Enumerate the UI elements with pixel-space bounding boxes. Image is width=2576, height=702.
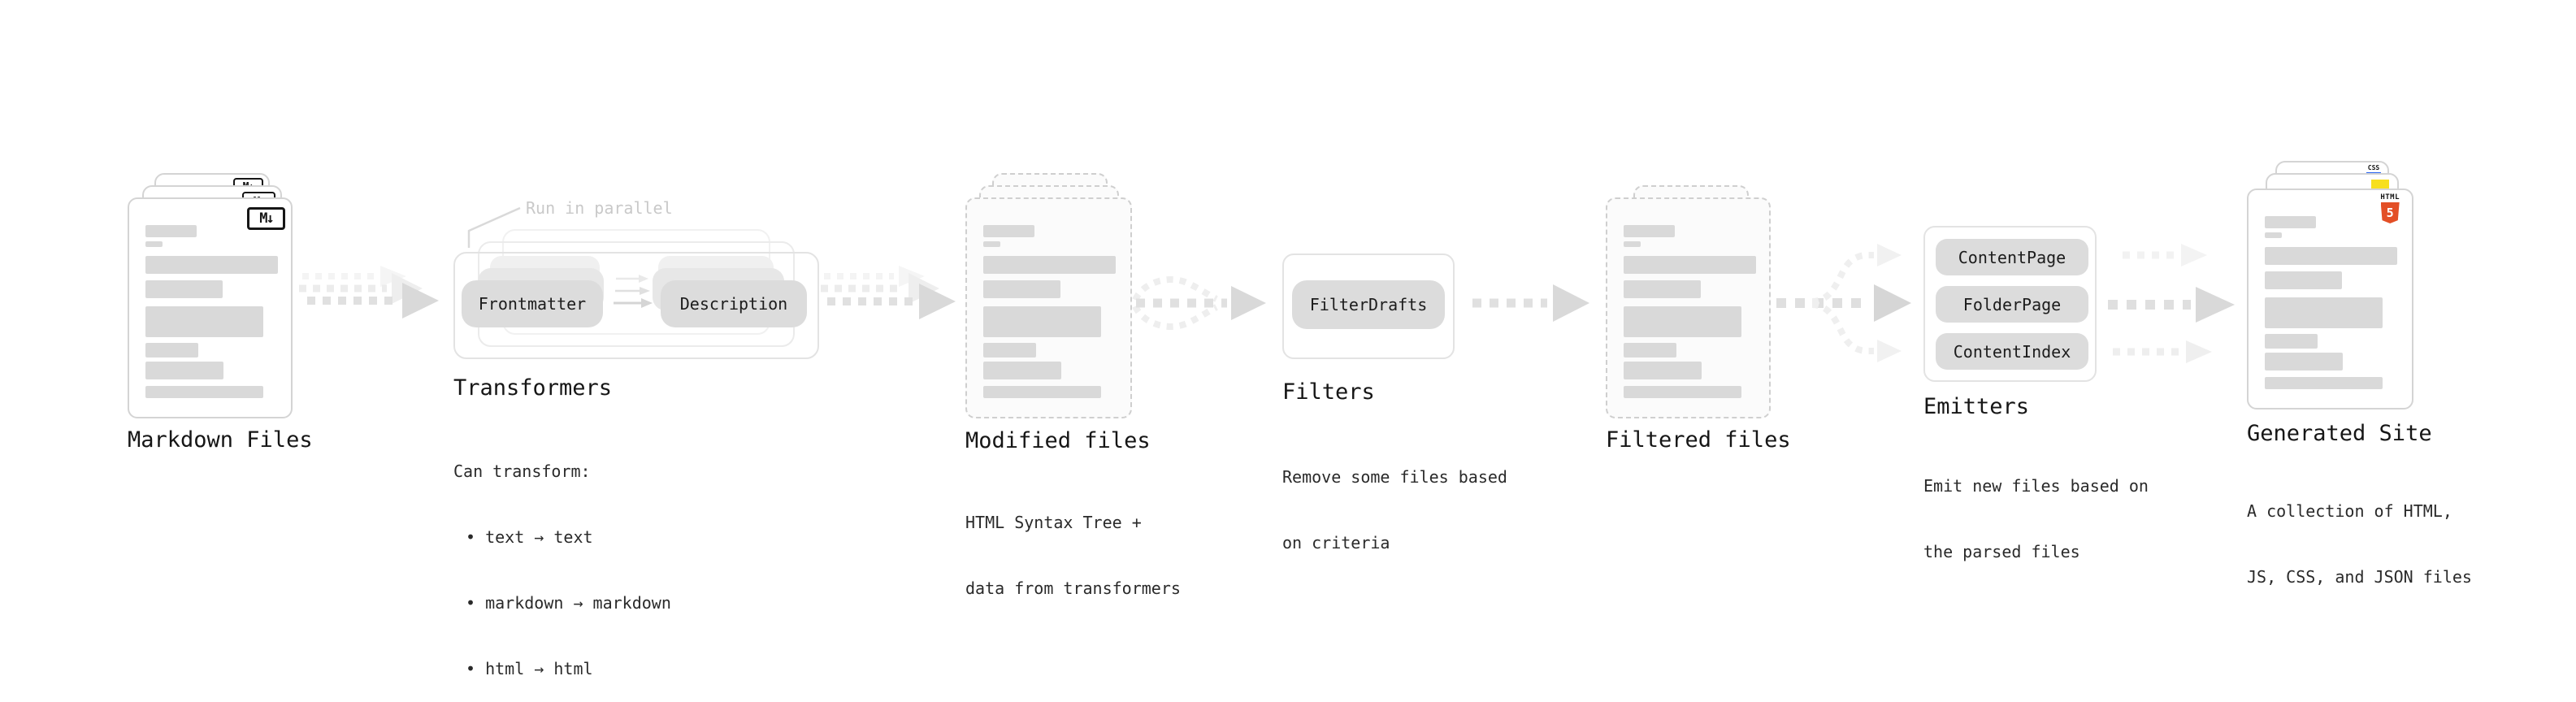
doc-text-lines [2265,216,2397,389]
js-badge-icon [2371,180,2389,189]
text-line-bar [2265,232,2282,238]
text-line-bar [145,225,197,237]
text-line-bar [983,343,1036,358]
stage-modified-files [965,173,1160,418]
emitters-subtitle: Emit new files based on the parsed files [1923,431,2149,585]
doc-text-lines [1624,225,1756,398]
modified-files-subtitle: HTML Syntax Tree + data from transformer… [965,468,1181,622]
text-line-bar [145,280,223,298]
generated-site-subtitle: A collection of HTML, JS, CSS, and JSON … [2247,457,2472,610]
subtitle-line: Emit new files based on [1923,476,2149,496]
text-line-bar [983,362,1061,379]
folderpage-pill: FolderPage [1936,286,2088,323]
text-line-bar [145,386,263,398]
text-line-bar [983,280,1060,298]
doc-text-lines [145,225,278,398]
text-line-bar [2265,216,2316,228]
text-line-bar [145,362,223,379]
subtitle-line: HTML Syntax Tree + [965,513,1142,532]
text-line-bar [1624,225,1675,237]
html5-logo-word: HTML [2380,193,2400,202]
html5-logo-shield: 5 [2380,202,2400,223]
subtitle-line: Remove some files based [1282,467,1507,487]
filters-title: Filters [1282,379,1375,405]
text-line-bar [145,256,278,274]
run-in-parallel-annotation: Run in parallel [526,198,673,218]
text-line-bar [983,225,1034,237]
text-line-bar [1624,306,1741,337]
markdown-files-title: Markdown Files [128,427,313,453]
transform-bullet: • html → html [466,659,593,678]
text-line-bar [983,306,1101,337]
arrow-emitters-to-generated [2108,244,2235,363]
text-line-bar [1624,362,1702,379]
text-line-bar [983,386,1101,398]
contentpage-pill: ContentPage [1936,239,2088,275]
generated-site-title: Generated Site [2247,421,2432,446]
filtered-files-title: Filtered files [1606,427,1791,453]
text-line-bar [1624,256,1756,274]
doc-text-lines [983,225,1116,398]
subtitle-line: on criteria [1282,533,1390,552]
filtered-file-front [1606,197,1771,418]
transformers-subtitle: Can transform: • text → text • markdown … [453,417,671,702]
text-line-bar [983,241,1000,247]
modified-file-front [965,197,1132,418]
subtitle-line: data from transformers [965,578,1181,598]
html5-logo-icon: HTML 5 [2380,193,2400,223]
text-line-bar [145,306,263,337]
stage-filtered-files [1606,185,1801,431]
transformers-title: Transformers [453,375,613,401]
text-line-bar [1624,343,1676,358]
markdown-file-front: M↓ [128,197,293,418]
text-line-bar [145,343,198,358]
subtitle-line: Can transform: [453,462,591,481]
text-line-bar [983,256,1116,274]
arrow-filters-to-filtered [1472,284,1589,322]
contentindex-pill: ContentIndex [1936,333,2088,370]
subtitle-line: A collection of HTML, [2247,501,2452,521]
subtitle-line: the parsed files [1923,542,2080,561]
text-line-bar [2265,297,2383,328]
description-pill: Description [661,280,807,327]
transform-bullet: • markdown → markdown [466,593,671,613]
text-line-bar [2265,334,2318,349]
text-line-bar [145,241,163,247]
generated-file-html: HTML 5 [2247,188,2413,410]
filters-subtitle: Remove some files based on criteria [1282,422,1507,576]
pipeline-diagram: { "stages": { "markdown": { "title": "Ma… [128,161,2472,678]
text-line-bar [1624,280,1701,298]
subtitle-line: JS, CSS, and JSON files [2247,567,2472,587]
frontmatter-pill: Frontmatter [462,280,603,327]
text-line-bar [2265,247,2397,265]
text-line-bar [2265,377,2383,389]
text-line-bar [2265,353,2343,370]
stage-markdown-files: M↓ M↓ M↓ [128,173,323,418]
stage-transformers: Frontmatter Description [453,229,843,363]
text-line-bar [1624,241,1641,247]
filterdrafts-pill: FilterDrafts [1292,280,1445,329]
emitters-title: Emitters [1923,394,2030,419]
stage-generated-site: CSS HTML 5 [2247,161,2442,410]
css-badge-label: CSS [2367,164,2380,171]
modified-files-title: Modified files [965,428,1151,453]
transformer-frame-front [453,252,819,359]
text-line-bar [2265,271,2342,289]
transform-bullet: • text → text [466,527,593,547]
text-line-bar [1624,386,1741,398]
stage-emitters: ContentPage FolderPage ContentIndex [1923,226,2097,382]
markdown-logo-icon: M↓ [247,207,285,230]
stage-filters: FilterDrafts [1282,254,1455,359]
